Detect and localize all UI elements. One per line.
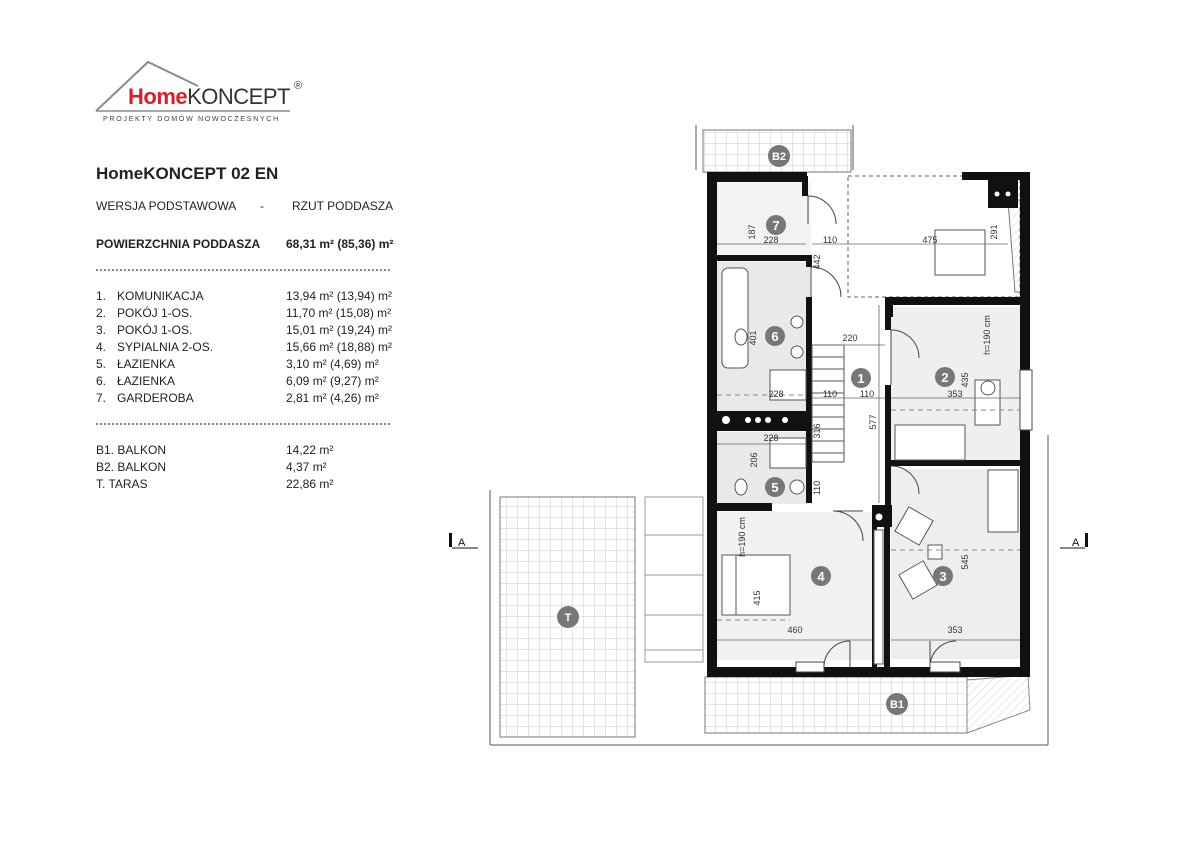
room-number: 2. xyxy=(96,306,107,320)
room-markers: 1 2 3 4 5 6 7 xyxy=(765,215,955,586)
room-row: 5. ŁAZIENKA 3,10 m² (4,69) m² xyxy=(96,357,396,374)
logo-word-koncept: KONCEPT xyxy=(187,84,290,109)
project-title: HomeKONCEPT 02 EN xyxy=(96,164,279,183)
exterior-row: B2. BALKON 4,37 m² xyxy=(96,460,396,477)
dim-label: 442 xyxy=(812,254,822,269)
dim-label: 187 xyxy=(747,224,757,239)
room-row: 3. POKÓJ 1-OS. 15,01 m² (19,24) m² xyxy=(96,323,396,340)
logo-tagline: PROJEKTY DOMÓW NOWOCZESNYCH xyxy=(103,114,280,123)
roof-slope-b1 xyxy=(966,674,1031,734)
total-area-label: POWIERZCHNIA PODDASZA xyxy=(96,237,261,251)
room-row: 7. GARDEROBA 2,81 m² (4,26) m² xyxy=(96,391,396,408)
room-name: GARDEROBA xyxy=(117,391,194,405)
logo-roof-graphic xyxy=(95,60,290,112)
exterior-area: 22,86 m² xyxy=(286,477,334,491)
dim-label: 228 xyxy=(763,235,778,245)
room-marker: 7 xyxy=(772,218,779,233)
divider-dotted xyxy=(96,269,390,271)
dim-label: 228 xyxy=(768,389,783,399)
total-area-value: 68,31 m² (85,36) m² xyxy=(286,237,394,251)
dim-label: 291 xyxy=(989,224,999,239)
exterior-marker: B2 xyxy=(772,151,786,163)
dim-label: 110 xyxy=(812,481,822,495)
room-marker: 1 xyxy=(857,371,864,386)
logo-wordmark: HomeKONCEPT xyxy=(128,84,290,110)
exterior-area: 4,37 m² xyxy=(286,460,327,474)
room-number: 6. xyxy=(96,374,107,388)
dim-label: 415 xyxy=(752,590,762,605)
dim-label: 228 xyxy=(763,433,778,443)
exterior-row: T. TARAS 22,86 m² xyxy=(96,477,396,494)
room-area: 13,94 m² (13,94) m² xyxy=(286,289,393,303)
room-row: 4. SYPIALNIA 2-OS. 15,66 m² (18,88) m² xyxy=(96,340,396,357)
room-marker: 4 xyxy=(817,569,825,584)
dim-label: 353 xyxy=(947,389,962,399)
room-name: ŁAZIENKA xyxy=(117,357,176,371)
exterior-name: T. TARAS xyxy=(96,477,148,491)
room-area: 3,10 m² (4,69) m² xyxy=(286,357,379,371)
exterior-marker: B1 xyxy=(890,699,904,711)
room-name: KOMUNIKACJA xyxy=(117,289,204,303)
dim-label: 435 xyxy=(960,372,970,387)
exterior-row: B1. BALKON 14,22 m² xyxy=(96,443,396,460)
exterior-marker: T xyxy=(565,612,572,624)
dimension-labels: 187 228 110 475 291 442 401 220 228 110 … xyxy=(737,224,999,635)
variant-label: WERSJA PODSTAWOWA xyxy=(96,199,237,213)
room-area: 2,81 m² (4,26) m² xyxy=(286,391,379,405)
room-name: ŁAZIENKA xyxy=(117,374,176,388)
variant-separator: - xyxy=(260,199,264,213)
dim-label: 110 xyxy=(823,235,837,245)
plan-name: RZUT PODDASZA xyxy=(292,199,394,213)
dim-label: 353 xyxy=(947,625,962,635)
room-marker: 2 xyxy=(941,370,948,385)
room-number: 4. xyxy=(96,340,107,354)
dim-label: h=190 cm xyxy=(982,315,992,355)
room-number: 3. xyxy=(96,323,107,337)
room-name: SYPIALNIA 2-OS. xyxy=(117,340,214,354)
roof-outline xyxy=(489,125,1049,746)
exterior-name: B2. BALKON xyxy=(96,460,167,474)
dim-label: 206 xyxy=(749,452,759,467)
exterior-area: 14,22 m² xyxy=(286,443,334,457)
room-marker: 3 xyxy=(939,569,946,584)
section-marker-right: A xyxy=(1072,537,1080,549)
room-area: 6,09 m² (9,27) m² xyxy=(286,374,379,388)
room-area: 15,01 m² (19,24) m² xyxy=(286,323,393,337)
logo-registered-mark: ® xyxy=(294,80,303,92)
room-number: 1. xyxy=(96,289,107,303)
section-marker-left: A xyxy=(458,537,466,549)
room-marker: 5 xyxy=(771,480,778,495)
section-markers: A A xyxy=(449,533,1088,549)
room-number: 5. xyxy=(96,357,107,371)
dim-label: 110 xyxy=(860,389,874,399)
dim-label: 460 xyxy=(787,625,802,635)
room-row: 2. POKÓJ 1-OS. 11,70 m² (15,08) m² xyxy=(96,306,396,323)
dim-label: 401 xyxy=(748,330,758,345)
room-area: 11,70 m² (15,08) m² xyxy=(286,306,392,320)
room-area: 15,66 m² (18,88) m² xyxy=(286,340,393,354)
dim-label: 545 xyxy=(960,554,970,569)
dim-label: 110 xyxy=(823,389,837,399)
dim-label: 316 xyxy=(812,423,822,438)
dim-label: h=190 cm xyxy=(737,517,747,557)
balcony-b1 xyxy=(704,676,968,734)
dim-label: 475 xyxy=(922,235,937,245)
room-row: 6. ŁAZIENKA 6,09 m² (9,27) m² xyxy=(96,374,396,391)
logo-word-home: Home xyxy=(128,84,188,109)
dim-label: 577 xyxy=(868,414,878,429)
dim-label: 220 xyxy=(842,333,857,343)
room-name: POKÓJ 1-OS. xyxy=(117,323,193,337)
terrace-steps xyxy=(644,496,704,663)
exterior-markers: B1 B2 T xyxy=(557,145,908,715)
room-marker: 6 xyxy=(771,329,778,344)
room-number: 7. xyxy=(96,391,107,405)
exterior-name: B1. BALKON xyxy=(96,443,167,457)
interior-walls xyxy=(717,176,1021,667)
room-name: POKÓJ 1-OS. xyxy=(117,306,193,320)
divider-dotted xyxy=(96,423,390,425)
room-row: 1. KOMUNIKACJA 13,94 m² (13,94) m² xyxy=(96,289,396,306)
staircase xyxy=(811,344,845,463)
